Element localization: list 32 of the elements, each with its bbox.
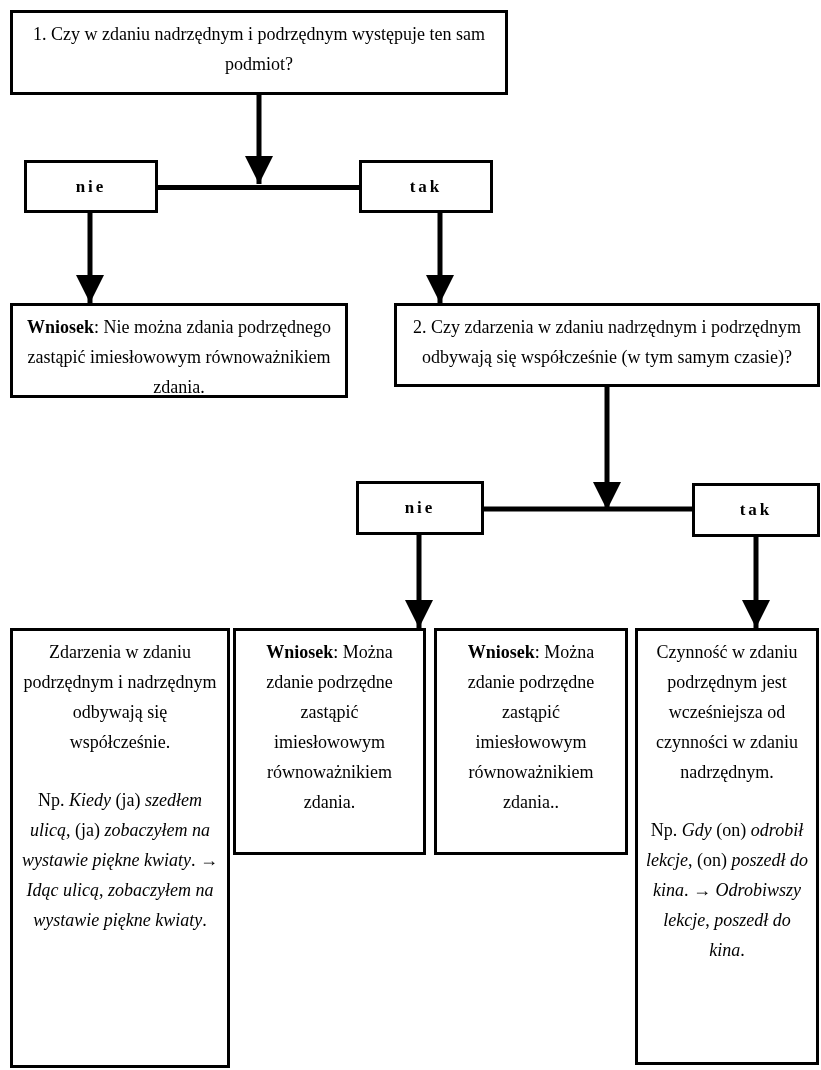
conclusion-box <box>434 628 628 855</box>
option-box <box>356 481 484 535</box>
question-box <box>394 303 820 387</box>
arrow <box>593 387 621 510</box>
box-text: Czynność w zdaniu podrzędnym jest wcześniejsza od czynności w zdaniu nadrzędnym. <box>655 641 799 784</box>
option-box <box>359 160 493 213</box>
option-box <box>24 160 158 213</box>
box-text: Zdarzenia w zdaniu podrzędnym i nadrzędnym odbywają się współcześnie. <box>22 641 218 754</box>
question-box <box>10 10 508 95</box>
connector-line <box>158 185 359 190</box>
arrow <box>76 213 104 303</box>
connector-line <box>484 506 692 512</box>
box-text: Wniosek: Można zdanie podrzędne zastąpić imiesłowowym równoważnikiem zdania. <box>265 641 394 814</box>
box-text: 1. Czy w zdaniu nadrzędnym i podrzędnym występuje ten sam podmiot? <box>32 23 486 76</box>
conclusion-box <box>233 628 426 855</box>
note-box <box>635 628 819 1065</box>
box-text: Wniosek: Nie można zdania podrzędnego zastąpić imiesłowowym równoważnikiem zdania. <box>26 316 332 399</box>
conclusion-box <box>10 303 348 398</box>
box-text: Np. Kiedy (ja) szedłem ulicą, (ja) zobaczyłem na wystawie piękne kwiaty. → Idąc ulicą, zobaczyłem na wystawie piękne kwiaty. <box>21 789 219 932</box>
box-text: Wniosek: Można zdanie podrzędne zastąpić imiesłowowym równoważnikiem zdania.. <box>466 641 596 814</box>
box-text: 2. Czy zdarzenia w zdaniu nadrzędnym i podrzędnym odbywają się współcześnie (w tym samym czasie)? <box>412 316 802 369</box>
option-box <box>692 483 820 537</box>
arrow <box>742 537 770 628</box>
arrow <box>426 213 454 303</box>
option-label: nie <box>75 175 107 198</box>
arrow <box>405 535 433 628</box>
option-label: nie <box>404 497 436 519</box>
option-label: tak <box>409 175 443 198</box>
arrow <box>245 95 273 184</box>
box-text: Np. Gdy (on) odrobił lekcje, (on) poszedł do kina. → Odrobiwszy lekcje, poszedł do kina. <box>646 819 808 962</box>
option-label: tak <box>739 499 773 521</box>
note-box <box>10 628 230 1068</box>
